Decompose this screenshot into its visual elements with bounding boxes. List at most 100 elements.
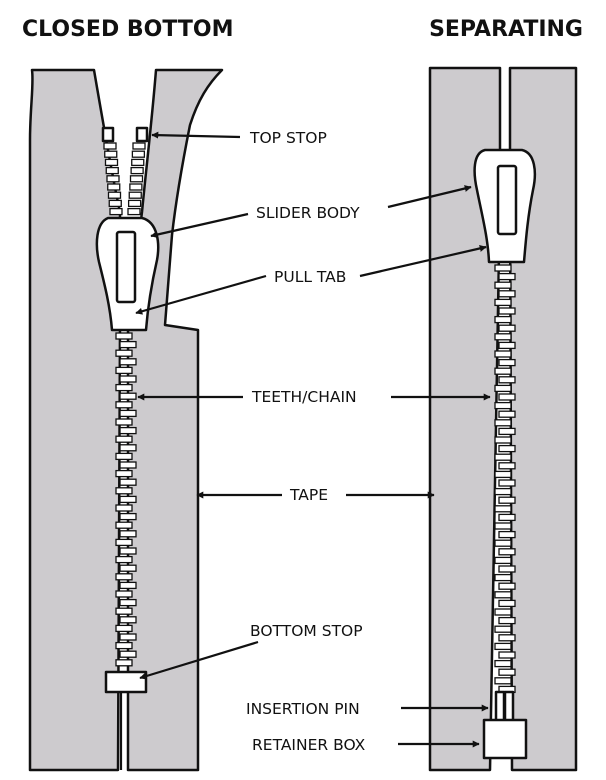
chain-tooth [119, 633, 137, 641]
chain-tooth [115, 435, 133, 443]
chain-tooth [498, 341, 516, 350]
chain-tooth [498, 496, 516, 504]
chain-tooth [498, 427, 516, 436]
open-tooth-right [127, 207, 141, 216]
chain-tooth [498, 565, 516, 573]
chain-tooth [115, 349, 133, 357]
open-tooth-left [108, 199, 122, 208]
open-tooth-left [104, 158, 119, 167]
top-stop-left [101, 126, 115, 143]
chain-tooth [119, 340, 137, 349]
chain-tooth [115, 401, 133, 409]
chain-tooth [498, 616, 516, 625]
label-retainer-box: RETAINER BOX [252, 736, 366, 754]
chain-tooth [494, 436, 512, 444]
chain-tooth [119, 495, 137, 504]
open-tooth-left [107, 183, 121, 191]
separating-zipper [428, 66, 578, 772]
chain-tooth [494, 350, 512, 358]
chain-tooth [115, 504, 133, 512]
chain-tooth [494, 298, 512, 307]
chain-tooth [115, 538, 133, 547]
chain-tooth [115, 418, 133, 426]
chain-tooth [119, 530, 137, 538]
chain-tooth [115, 659, 133, 667]
heading-closed-bottom: CLOSED BOTTOM [22, 17, 233, 42]
open-tooth-right [131, 150, 146, 158]
left-upper-teeth [103, 142, 146, 216]
chain-tooth [494, 264, 512, 272]
chain-tooth [498, 272, 516, 281]
chain-tooth [119, 650, 137, 658]
chain-tooth [494, 573, 512, 582]
arrow-slider-body-right [387, 185, 472, 209]
chain-tooth [498, 444, 516, 453]
chain-tooth [498, 376, 516, 384]
arrow-top-stop [151, 131, 241, 139]
right-pull-tab [496, 164, 518, 236]
chain-tooth [115, 487, 133, 495]
open-tooth-right [131, 158, 145, 167]
bottom-stop [104, 670, 148, 694]
open-tooth-right [128, 191, 142, 199]
chain-tooth [498, 324, 516, 332]
chain-tooth [115, 590, 133, 598]
chain-tooth [498, 651, 516, 659]
open-tooth-right [129, 183, 143, 191]
insertion-pin-right [503, 690, 515, 724]
label-pull-tab: PULL TAB [274, 268, 346, 286]
chain-tooth [494, 367, 512, 375]
chain-tooth [494, 608, 512, 616]
chain-tooth [498, 290, 516, 298]
chain-tooth [498, 307, 516, 315]
chain-tooth [115, 366, 133, 375]
chain-tooth [498, 513, 516, 522]
label-teeth-chain: TEETH/CHAIN [251, 388, 357, 406]
arrow-pull-tab-right [359, 245, 487, 278]
chain-tooth [494, 539, 512, 547]
chain-tooth [115, 452, 133, 461]
chain-tooth [115, 555, 133, 564]
open-tooth-left [103, 142, 117, 150]
chain-tooth [115, 573, 133, 581]
chain-tooth [494, 470, 512, 479]
chain-tooth [494, 401, 512, 410]
chain-tooth [119, 478, 137, 486]
open-tooth-left [104, 150, 118, 158]
chain-tooth [498, 668, 516, 676]
chain-tooth [498, 393, 516, 401]
chain-tooth [119, 409, 137, 418]
chain-tooth [498, 358, 516, 367]
right-chain-teeth [494, 264, 516, 694]
chain-tooth [119, 392, 137, 400]
heading-separating: SEPARATING [429, 17, 583, 42]
chain-tooth [494, 315, 512, 324]
chain-tooth [115, 607, 133, 615]
chain-tooth [115, 624, 133, 633]
chain-tooth [494, 487, 512, 496]
retainer-box [482, 718, 528, 760]
chain-tooth [494, 591, 512, 599]
top-stop-right [135, 126, 149, 143]
chain-tooth [494, 522, 512, 530]
chain-tooth [119, 461, 137, 469]
chain-tooth [115, 469, 133, 478]
chain-tooth [119, 426, 137, 435]
left-pull-tab [115, 230, 137, 304]
left-tape-right-half [126, 68, 224, 772]
label-insertion-pin: INSERTION PIN [246, 700, 360, 718]
chain-tooth [494, 659, 512, 668]
open-tooth-left [107, 191, 122, 199]
arrow-pull-tab-left [135, 274, 267, 315]
arrow-bottom-stop [139, 640, 259, 680]
label-top-stop: TOP STOP [249, 129, 327, 147]
chain-tooth [494, 384, 512, 393]
chain-tooth [498, 479, 516, 487]
chain-tooth [494, 453, 512, 461]
chain-tooth [494, 333, 512, 341]
insertion-pin-left [494, 690, 506, 724]
label-tape: TAPE [289, 486, 328, 504]
chain-tooth [119, 358, 137, 366]
chain-tooth [494, 505, 512, 513]
